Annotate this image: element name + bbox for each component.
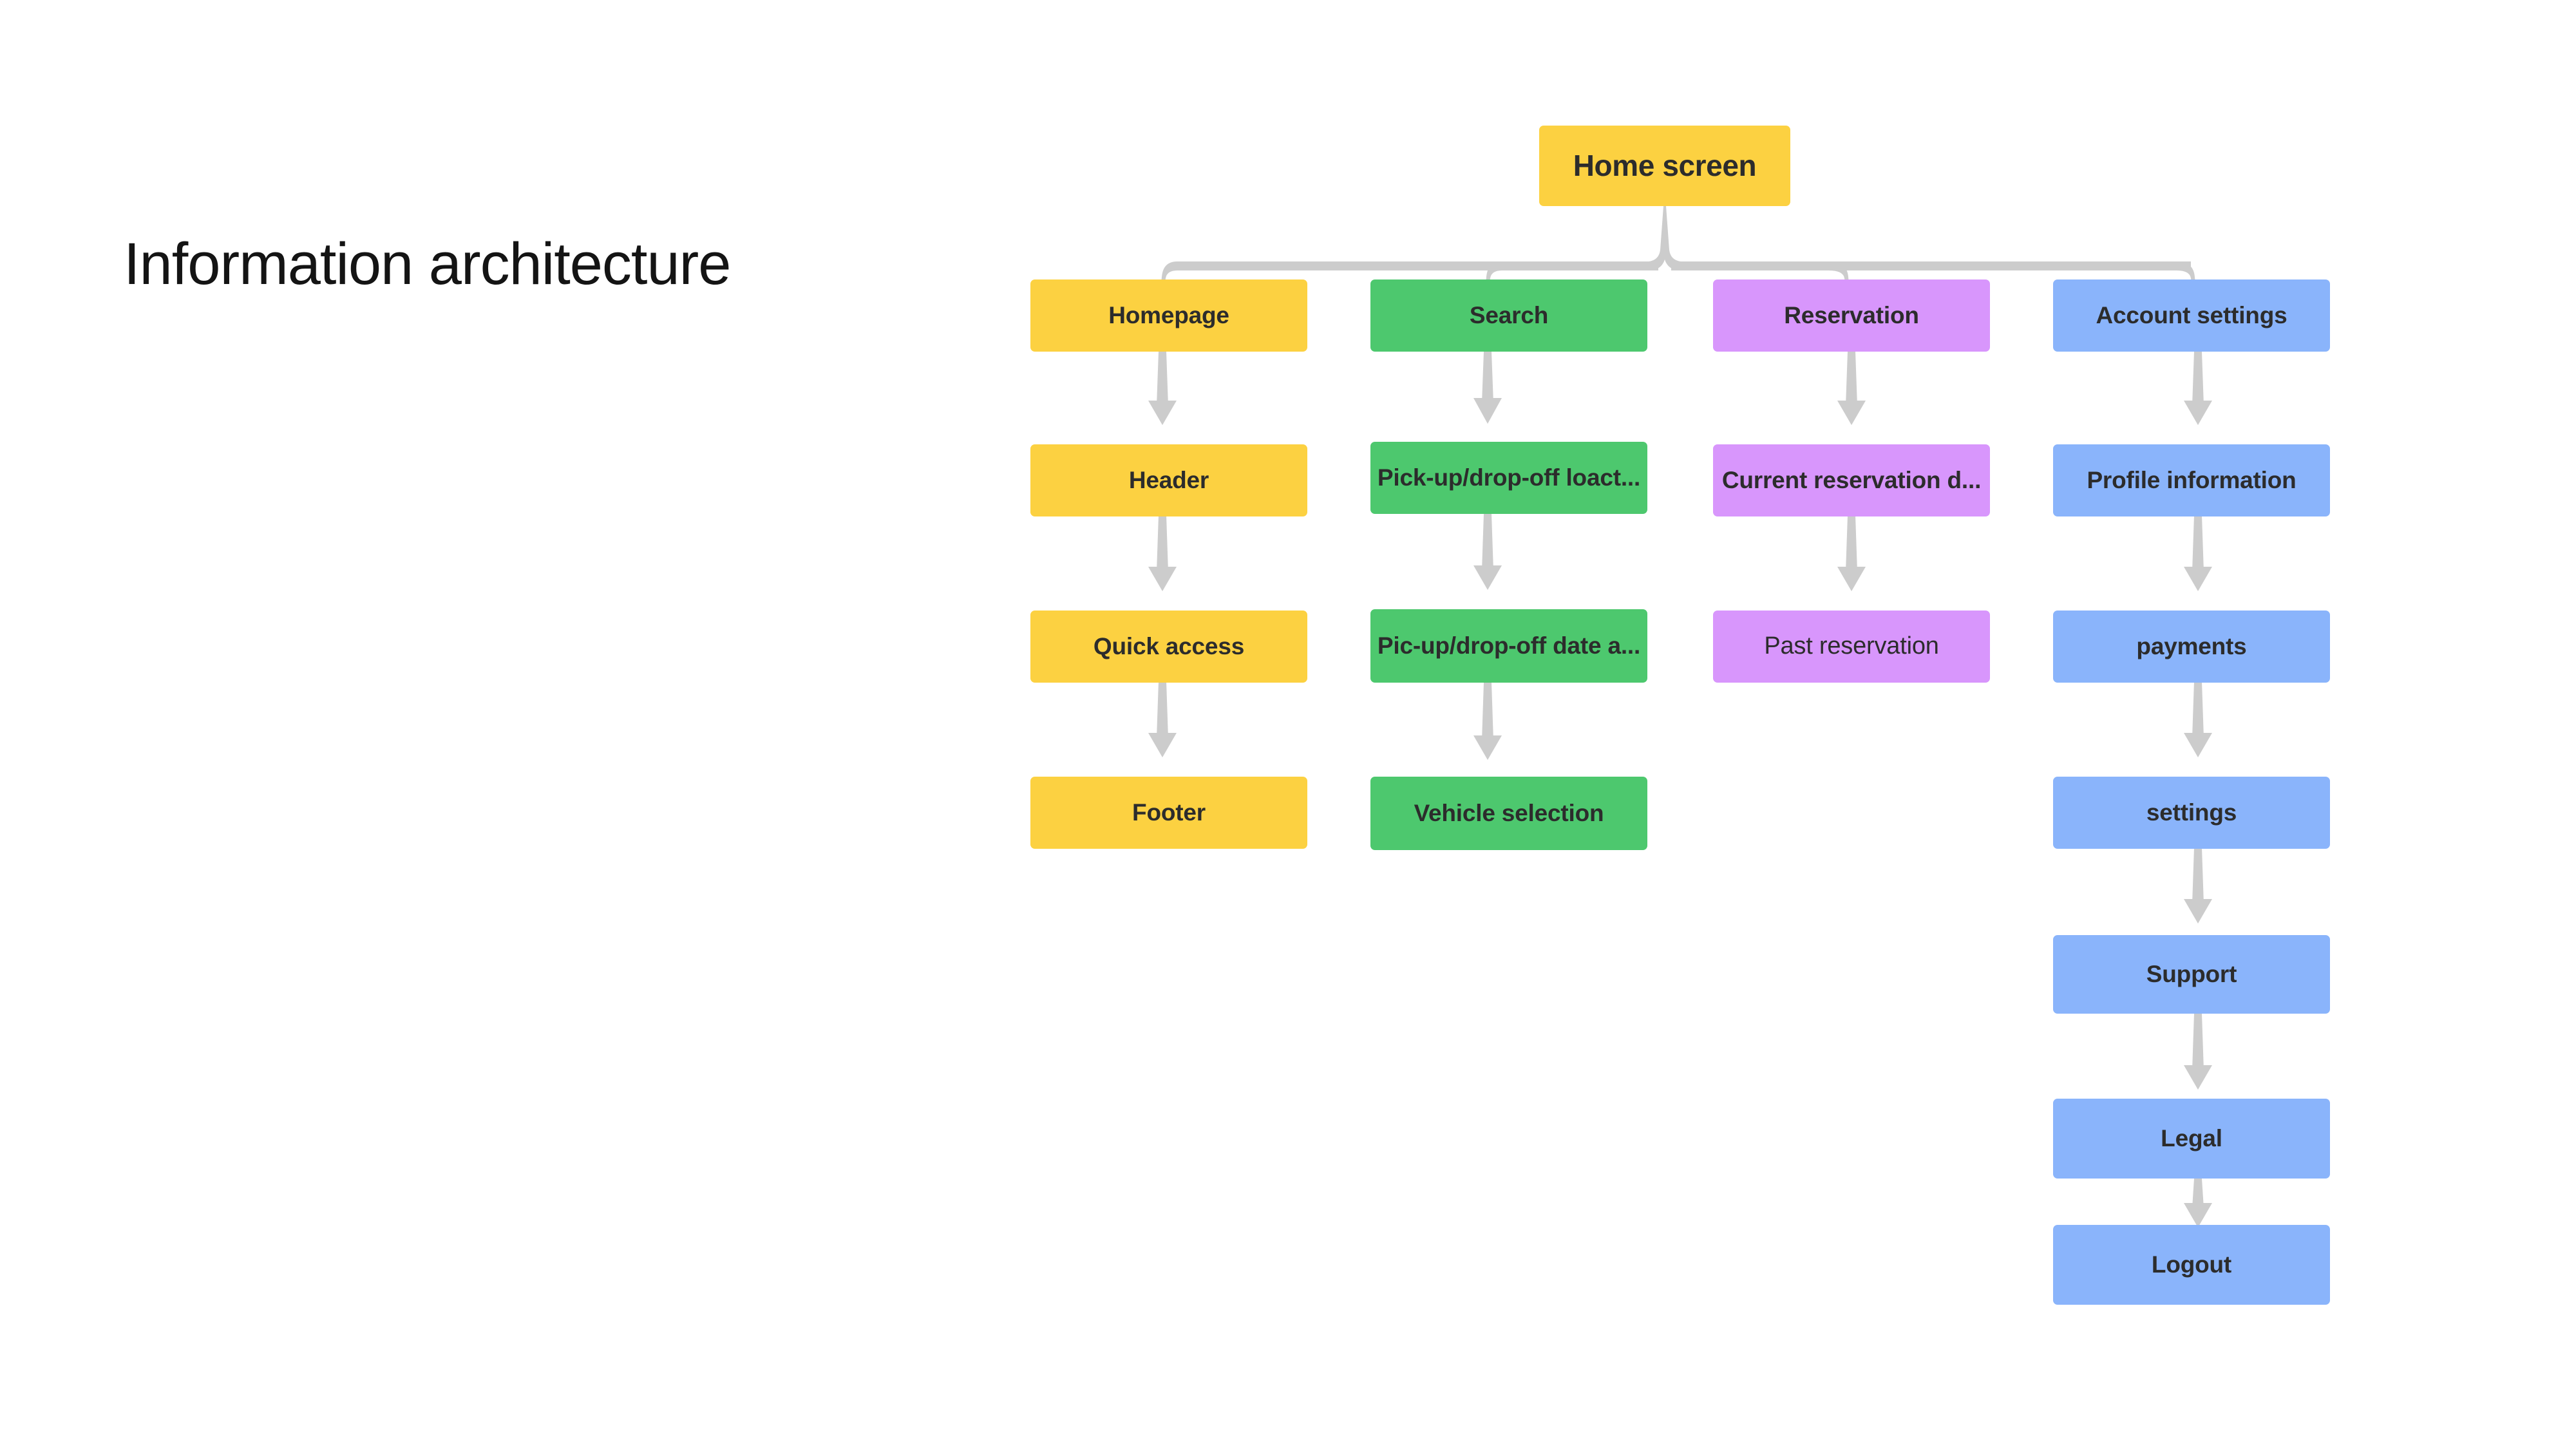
connector-purple-1 [1837,352,1866,425]
connector-blue-2 [2184,515,2212,591]
node-payments[interactable]: payments [2053,611,2330,683]
node-home-screen[interactable]: Home screen [1539,126,1790,206]
connector-blue-4 [2184,848,2212,923]
node-quick-access[interactable]: Quick access [1030,611,1307,683]
connector-green-1 [1473,352,1502,424]
node-settings[interactable]: settings [2053,777,2330,849]
connector-green-3 [1473,683,1502,760]
node-logout[interactable]: Logout [2053,1225,2330,1305]
node-account-settings[interactable]: Account settings [2053,279,2330,352]
node-pickup-dropoff-date[interactable]: Pic-up/drop-off date a... [1370,609,1647,683]
node-past-reservation[interactable]: Past reservation [1713,611,1990,683]
node-homepage[interactable]: Homepage [1030,279,1307,352]
node-current-reservation-details[interactable]: Current reservation d... [1713,444,1990,516]
node-search[interactable]: Search [1370,279,1647,352]
connector-green-2 [1473,514,1502,590]
connector-blue-5 [2184,1014,2212,1090]
connector-yellow-3 [1148,681,1177,757]
node-footer[interactable]: Footer [1030,777,1307,849]
connector-yellow-2 [1148,515,1177,591]
node-profile-information[interactable]: Profile information [2053,444,2330,516]
node-reservation[interactable]: Reservation [1713,279,1990,352]
connector-blue-3 [2184,681,2212,757]
node-legal[interactable]: Legal [2053,1099,2330,1179]
connector-blue-6 [2184,1179,2212,1227]
connector-purple-2 [1837,515,1866,591]
page-title: Information architecture [124,231,731,297]
connector-yellow-1 [1148,352,1177,425]
node-support[interactable]: Support [2053,935,2330,1014]
node-pickup-dropoff-location[interactable]: Pick-up/drop-off loact... [1370,442,1647,514]
node-vehicle-selection[interactable]: Vehicle selection [1370,777,1647,850]
node-header[interactable]: Header [1030,444,1307,516]
connector-blue-1 [2184,352,2212,425]
